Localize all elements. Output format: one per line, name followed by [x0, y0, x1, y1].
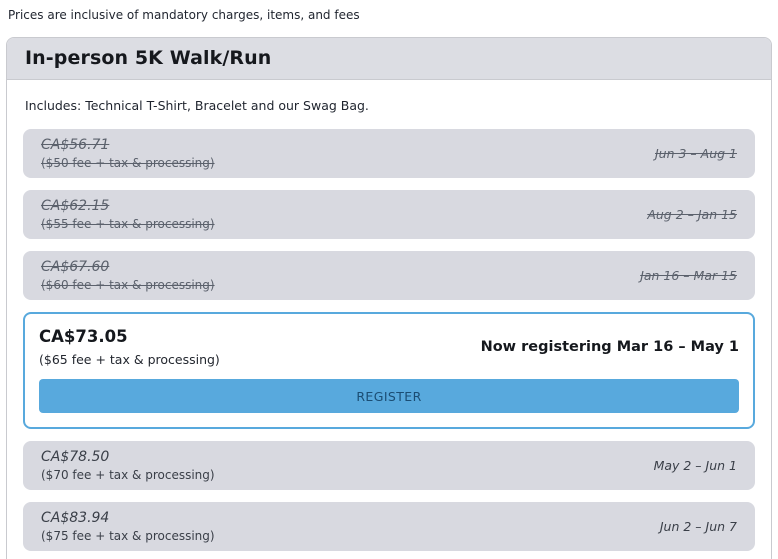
- tier-price: CA$56.71: [41, 137, 110, 153]
- now-registering-label: Now registering Mar 16 – May 1: [480, 339, 739, 356]
- pricing-tier-active: CA$73.05 ($65 fee + tax & processing) No…: [23, 312, 755, 430]
- card-body: Includes: Technical T-Shirt, Bracelet an…: [7, 80, 771, 559]
- tier-fee-detail: ($55 fee + tax & processing): [41, 217, 215, 232]
- tier-price: CA$62.15: [41, 198, 110, 215]
- tier-date-range: Aug 2 – Jan 15: [647, 207, 737, 223]
- tier-price: CA$73.05: [39, 327, 128, 347]
- pricing-tier-future: CA$78.50 ($70 fee + tax & processing) Ma…: [23, 441, 755, 491]
- pricing-tier-past: CA$62.15 ($55 fee + tax & processing) Au…: [23, 190, 755, 240]
- pricing-tier-future: CA$83.94 ($75 fee + tax & processing) Ju…: [23, 502, 755, 552]
- tier-date-range: Jun 2 – Jun 7: [659, 519, 737, 535]
- tier-price-block: CA$67.60 ($60 fee + tax & processing): [41, 257, 215, 294]
- tier-fee-detail: ($65 fee + tax & processing): [39, 351, 220, 367]
- tier-price: CA$83.94: [41, 510, 110, 527]
- tier-fee-detail: ($75 fee + tax & processing): [41, 529, 215, 544]
- tier-price-block: CA$78.50 ($70 fee + tax & processing): [41, 447, 215, 484]
- tier-price: CA$67.60: [41, 259, 110, 276]
- tier-fee-detail: ($50 fee + tax & processing): [41, 156, 215, 171]
- event-includes-description: Includes: Technical T-Shirt, Bracelet an…: [25, 98, 369, 113]
- tier-date-range: Jan 16 – Mar 15: [640, 268, 737, 284]
- tier-price-block: CA$73.05 ($65 fee + tax & processing): [39, 326, 220, 368]
- tier-price-block: CA$56.71 ($50 fee + tax & processing): [41, 135, 215, 172]
- event-title: In-person 5K Walk/Run: [25, 47, 272, 69]
- tier-date-range: May 2 – Jun 1: [653, 458, 737, 474]
- event-pricing-card: In-person 5K Walk/Run Includes: Technica…: [6, 37, 772, 559]
- tier-price-block: CA$62.15 ($55 fee + tax & processing): [41, 196, 215, 233]
- prices-inclusive-note: Prices are inclusive of mandatory charge…: [8, 8, 360, 22]
- tier-price-block: CA$83.94 ($75 fee + tax & processing): [41, 508, 215, 545]
- tier-top-row: CA$73.05 ($65 fee + tax & processing) No…: [39, 326, 739, 368]
- tier-fee-detail: ($70 fee + tax & processing): [41, 468, 215, 483]
- tier-fee-detail: ($60 fee + tax & processing): [41, 278, 215, 293]
- tier-date-range: Jun 3 – Aug 1: [655, 146, 737, 162]
- register-button[interactable]: REGISTER: [39, 379, 739, 414]
- pricing-tier-past: CA$67.60 ($60 fee + tax & processing) Ja…: [23, 251, 755, 301]
- card-header: In-person 5K Walk/Run: [7, 38, 771, 80]
- tier-price: CA$78.50: [41, 449, 110, 466]
- pricing-tier-past: CA$56.71 ($50 fee + tax & processing) Ju…: [23, 129, 755, 179]
